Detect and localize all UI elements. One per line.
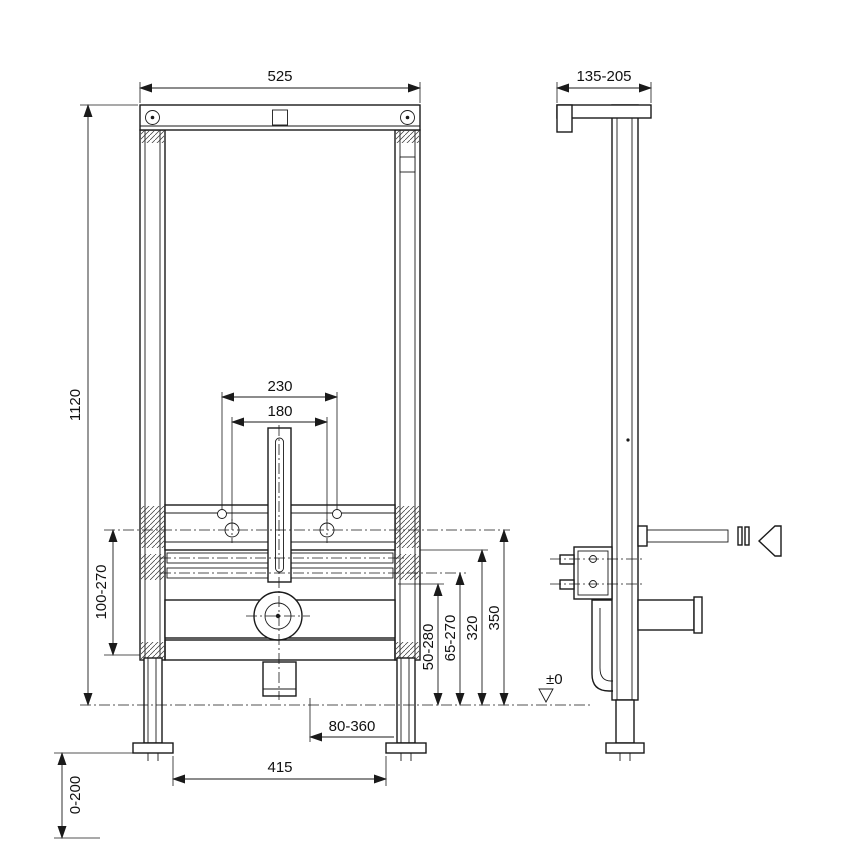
rail-hatch-band <box>141 554 164 580</box>
rail-hatch-band <box>396 506 419 548</box>
side-profile <box>611 104 639 701</box>
rail-hatch-band <box>141 131 164 143</box>
floor-level-mark: ±0 <box>538 671 563 703</box>
dimensions: 525 1120 230 180 100-270 50-280 65-270 3… <box>54 68 652 839</box>
frame-top-bar <box>139 104 421 131</box>
threaded-rod <box>637 525 782 557</box>
outlet-box <box>262 661 297 697</box>
down-pipe-inner <box>599 608 613 682</box>
foot-plate-left <box>132 742 174 754</box>
mount-hole-left <box>145 110 160 125</box>
frame-rails <box>139 129 421 661</box>
dim-range-50-280: 50-280 <box>420 624 437 671</box>
floor-level-label: ±0 <box>546 671 563 688</box>
dim-range-65-270: 65-270 <box>442 615 459 662</box>
dim-side-depth: 135-205 <box>576 68 631 85</box>
slotted-bracket <box>267 427 292 583</box>
rail-hatch-band <box>396 642 419 659</box>
dim-bolt-spacing-outer: 230 <box>267 378 292 395</box>
level-triangle-icon <box>538 688 554 703</box>
dim-height-320: 320 <box>464 615 481 640</box>
front-view <box>132 104 427 761</box>
drain-cap <box>693 596 703 634</box>
cone-cap <box>757 525 782 557</box>
centerlines <box>80 425 642 706</box>
dim-bolt-spacing-inner: 180 <box>267 403 292 420</box>
rail-square-hole <box>399 156 416 173</box>
dim-front-width: 525 <box>267 68 292 85</box>
rail-hatch-band <box>141 642 164 659</box>
rail-hatch-band <box>141 506 164 548</box>
top-square-hole <box>272 109 288 126</box>
bolt-head-lower <box>559 579 575 590</box>
side-leg-foot <box>605 699 645 761</box>
foot-plate-right <box>385 742 427 754</box>
nut <box>744 526 750 546</box>
mount-hole-right <box>400 110 415 125</box>
rail-hatch-band <box>396 131 419 143</box>
drain-boss <box>637 599 695 631</box>
wall-bracket <box>556 104 652 133</box>
rail-hatch-band <box>396 554 419 580</box>
dim-outlet-range: 80-360 <box>329 718 376 735</box>
down-pipe <box>591 599 613 692</box>
dim-left-range: 100-270 <box>93 564 110 619</box>
connection-bracket <box>559 546 613 600</box>
dim-foot-spacing: 415 <box>267 759 292 776</box>
bolt-hole-outer-right <box>332 509 342 519</box>
washer <box>737 526 743 546</box>
bolt-head-upper <box>559 554 575 565</box>
bolt-hole-outer-left <box>217 509 227 519</box>
dim-front-height: 1120 <box>67 389 84 421</box>
legs-and-feet <box>132 657 427 761</box>
dim-height-350: 350 <box>486 605 503 630</box>
dim-leg-adjustment: 0-200 <box>67 776 84 814</box>
side-view: ±0 <box>538 104 782 761</box>
drain-side <box>591 596 703 692</box>
